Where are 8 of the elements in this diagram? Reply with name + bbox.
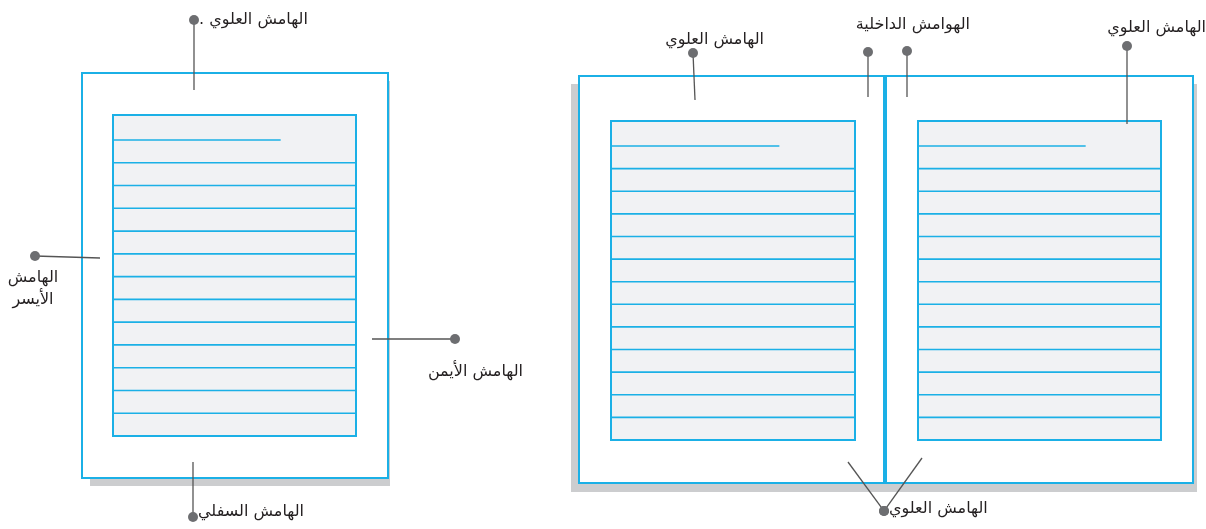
callout-label: الهوامش الداخلية <box>812 13 970 35</box>
callout-label: الهامش العلوي . <box>199 8 308 30</box>
callout-label: الهامش العلوي <box>632 28 764 50</box>
callout-label: الهامش الأيمن <box>398 360 523 382</box>
callout-label: الهامش الأيسر <box>2 266 64 310</box>
callout-label: الهامش السفلي <box>198 500 304 522</box>
callout-label: الهامش العلوي <box>1074 16 1206 38</box>
callout-label: الهامش العلوي <box>889 497 988 519</box>
